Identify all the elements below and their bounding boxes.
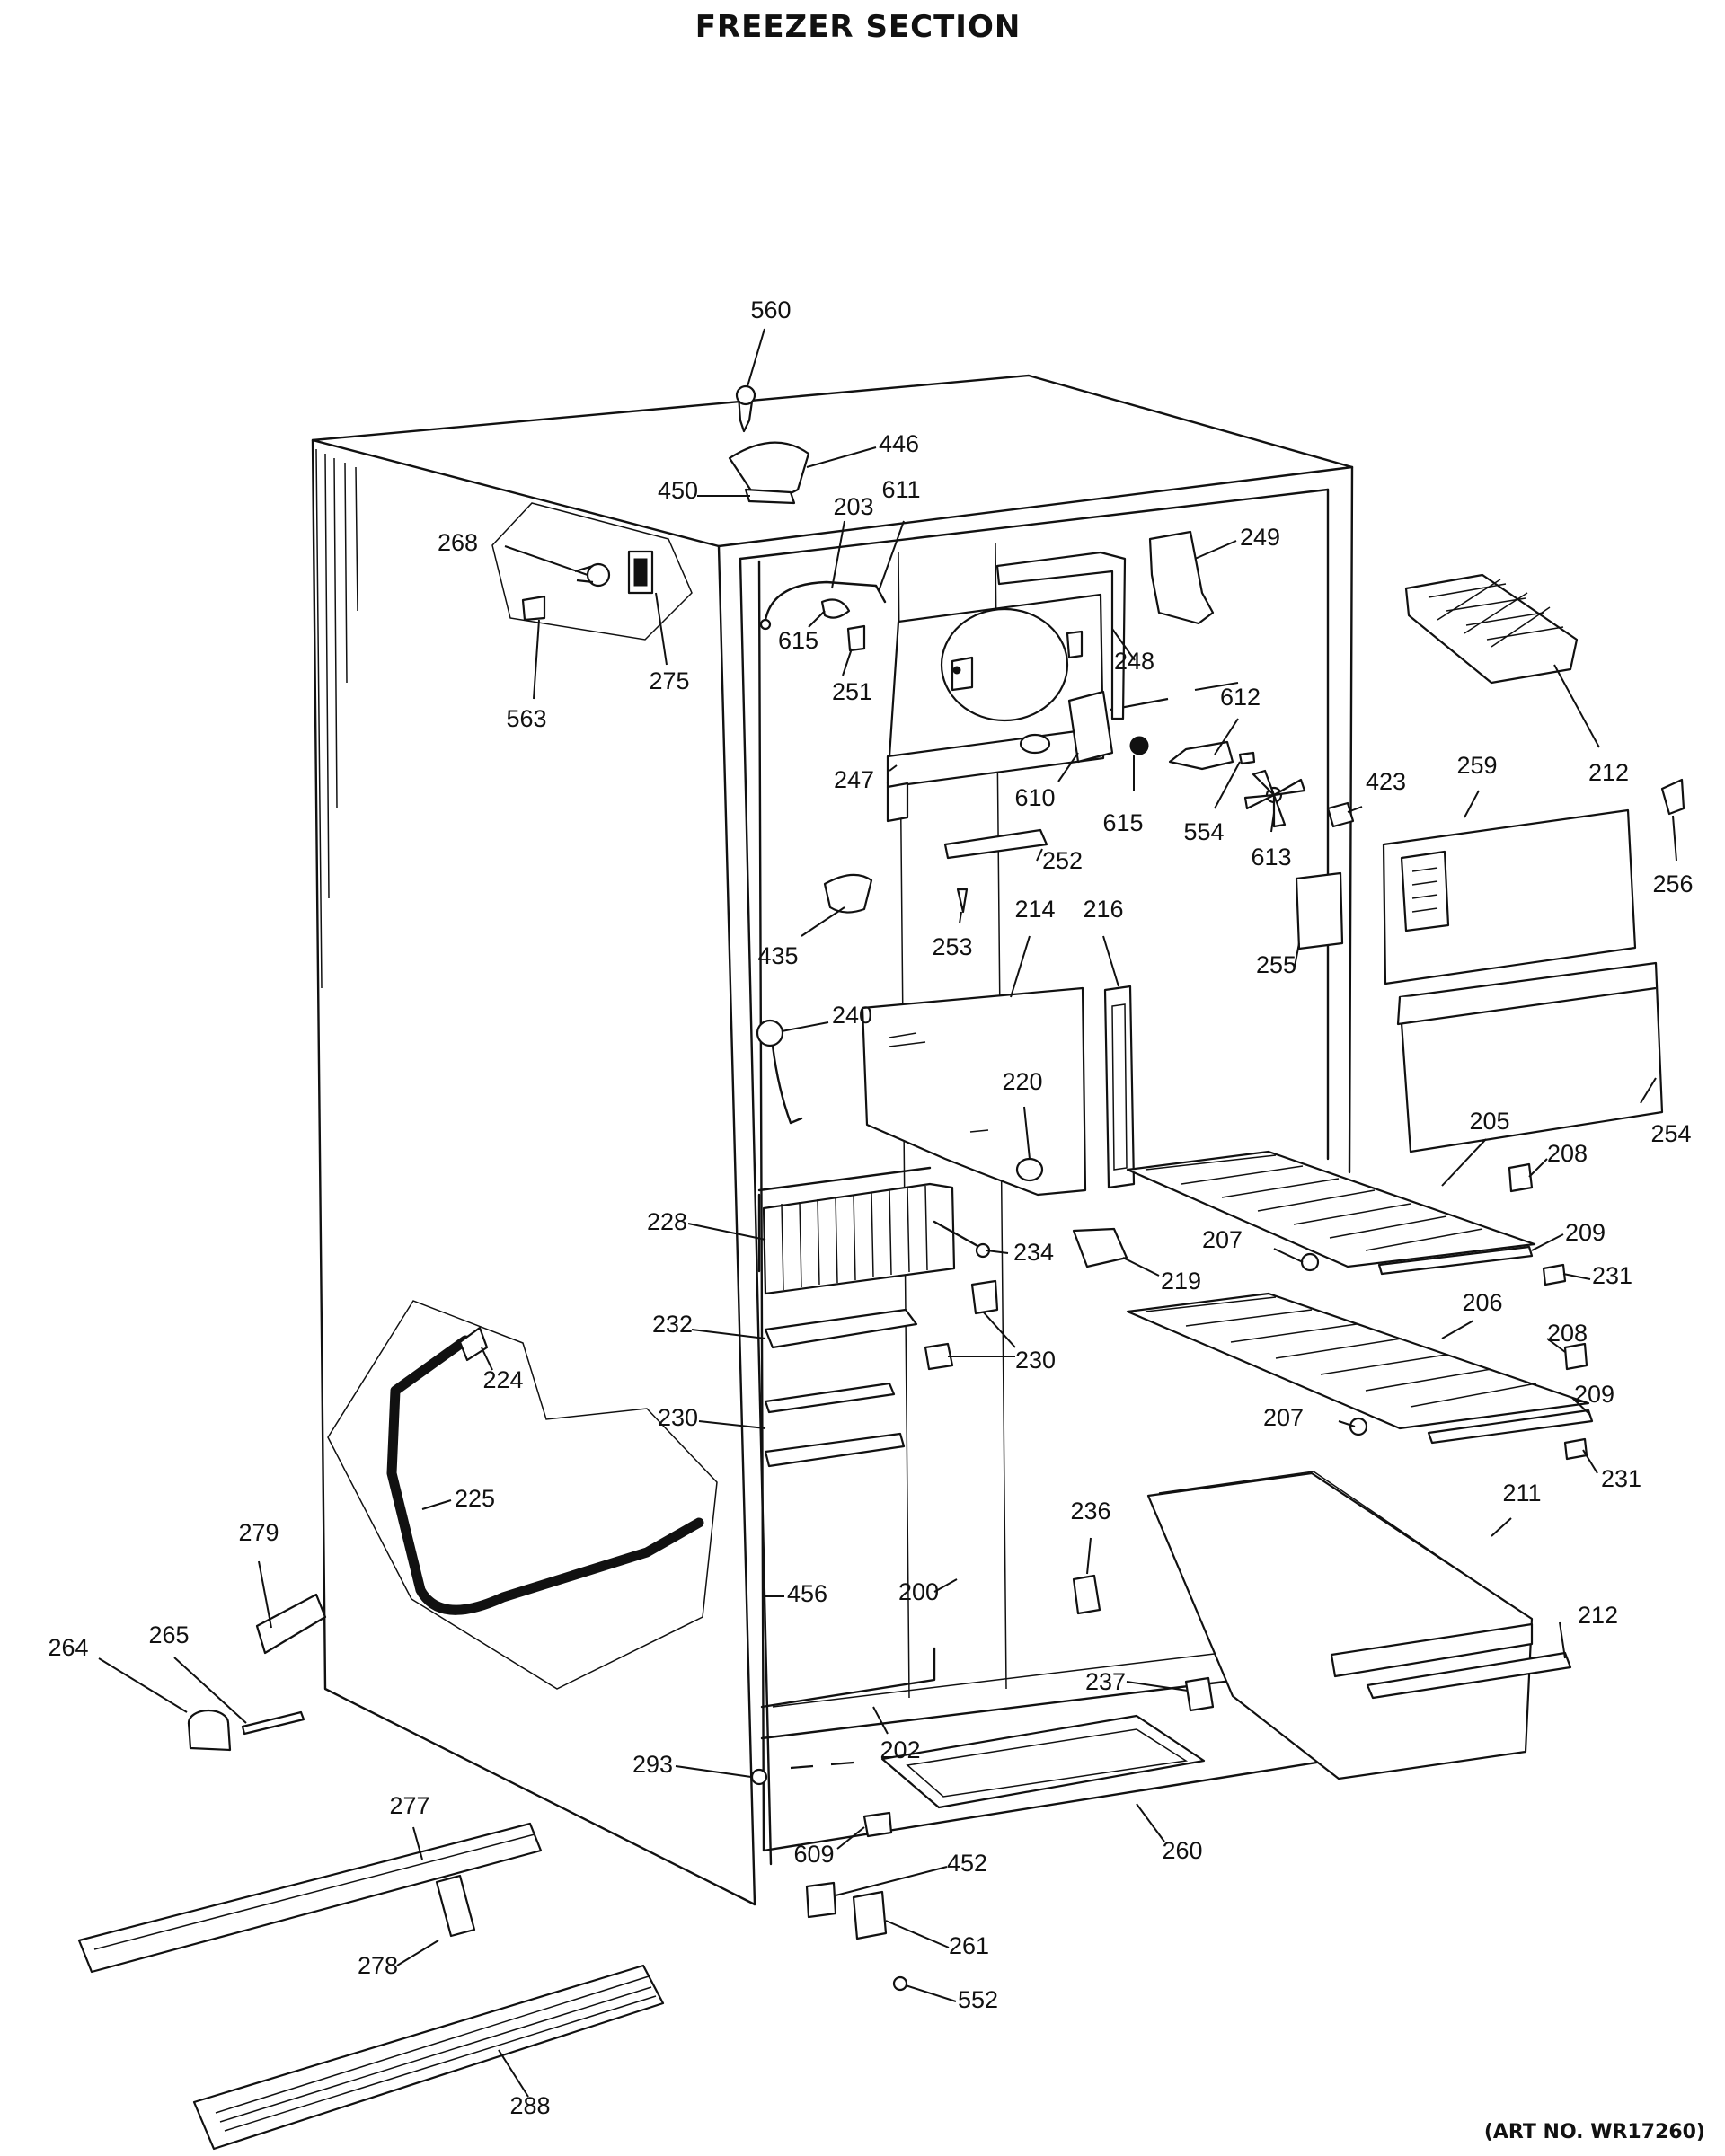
callout-611: 611 xyxy=(881,476,920,503)
callout-259: 259 xyxy=(1456,752,1497,779)
callout-205: 205 xyxy=(1469,1108,1509,1135)
callout-554: 554 xyxy=(1183,818,1224,845)
callout-260: 260 xyxy=(1162,1837,1202,1864)
callout-456: 456 xyxy=(787,1580,827,1607)
left-hinge-parts xyxy=(187,1593,327,1752)
callout-216: 216 xyxy=(1083,896,1123,923)
callout-435: 435 xyxy=(757,942,798,969)
callout-206: 206 xyxy=(1462,1289,1502,1316)
callout-279: 279 xyxy=(238,1519,279,1546)
callout-208-lower: 208 xyxy=(1547,1320,1588,1347)
callout-560: 560 xyxy=(750,296,791,323)
callout-236: 236 xyxy=(1070,1498,1110,1524)
callout-234: 234 xyxy=(1013,1239,1054,1266)
callout-237: 237 xyxy=(1085,1668,1126,1695)
callout-275: 275 xyxy=(649,667,689,694)
callout-293: 293 xyxy=(632,1751,673,1778)
callout-230-left: 230 xyxy=(658,1404,698,1431)
callout-219: 219 xyxy=(1161,1268,1201,1294)
callout-212: 212 xyxy=(1578,1602,1618,1629)
diagram-title: FREEZER SECTION xyxy=(694,9,1022,45)
callout-278: 278 xyxy=(358,1952,398,1979)
callout-256: 256 xyxy=(1652,870,1693,897)
fan-blade-parts xyxy=(1168,740,1355,828)
callout-615-lower: 615 xyxy=(1102,809,1143,836)
shelf-clips xyxy=(1300,1162,1588,1461)
callout-615-upper: 615 xyxy=(778,627,818,654)
callout-labels: 560 446 450 203 611 268 249 615 251 275 … xyxy=(48,296,1693,2119)
callout-253: 253 xyxy=(932,933,972,960)
callout-208-upper: 208 xyxy=(1547,1140,1588,1167)
callout-255: 255 xyxy=(1256,951,1296,978)
callout-452: 452 xyxy=(947,1850,987,1877)
callout-264: 264 xyxy=(48,1634,88,1661)
callout-231-lower: 231 xyxy=(1601,1465,1641,1492)
evaporator-panels xyxy=(1295,778,1685,1153)
lower-hinge-parts xyxy=(805,1811,908,1992)
ice-tray xyxy=(1404,573,1579,685)
freezer-basket xyxy=(1146,1471,1572,1780)
callout-225: 225 xyxy=(455,1485,495,1512)
callout-450: 450 xyxy=(658,477,698,504)
callout-220: 220 xyxy=(1002,1068,1042,1095)
evaporator-coil xyxy=(762,1182,991,1295)
callout-613: 613 xyxy=(1251,844,1291,870)
callout-423: 423 xyxy=(1366,768,1406,795)
part-435 xyxy=(823,873,873,914)
art-number: (ART NO. WR17260) xyxy=(1483,2121,1705,2143)
callout-552: 552 xyxy=(958,1986,998,2013)
floor-parts xyxy=(750,1761,854,1786)
heater-loop-group xyxy=(327,1300,718,1690)
callout-609: 609 xyxy=(793,1841,834,1868)
fan-bracket-assembly xyxy=(759,530,1215,823)
callout-231-upper: 231 xyxy=(1592,1262,1632,1289)
callout-268: 268 xyxy=(438,529,478,556)
callout-228: 228 xyxy=(647,1208,687,1235)
callout-203: 203 xyxy=(833,493,873,520)
hinge-parts-lower xyxy=(1072,1574,1215,1712)
control-box-group xyxy=(491,502,693,641)
callout-207-upper: 207 xyxy=(1202,1226,1243,1253)
callout-254: 254 xyxy=(1650,1120,1691,1147)
defrost-cord xyxy=(756,1019,803,1125)
callout-200: 200 xyxy=(898,1578,939,1605)
drain-channel xyxy=(943,828,1048,914)
callout-612: 612 xyxy=(1220,684,1261,711)
callout-265: 265 xyxy=(148,1621,189,1648)
callout-610: 610 xyxy=(1014,784,1055,811)
callout-446: 446 xyxy=(879,430,919,457)
callout-230-right: 230 xyxy=(1015,1347,1056,1374)
callout-214: 214 xyxy=(1014,896,1055,923)
toe-grille-assembly xyxy=(77,1822,665,2151)
callout-252: 252 xyxy=(1042,847,1083,874)
callout-563: 563 xyxy=(506,705,546,732)
callout-202: 202 xyxy=(880,1736,920,1763)
part-219 xyxy=(1072,1227,1128,1268)
callout-224: 224 xyxy=(482,1366,523,1393)
callout-261: 261 xyxy=(949,1932,989,1959)
callout-249: 249 xyxy=(1240,524,1280,551)
callout-209-upper: 209 xyxy=(1565,1219,1606,1246)
callout-213: 212 xyxy=(1588,759,1629,786)
evaporator-cover xyxy=(861,985,1136,1197)
drip-pan xyxy=(880,1714,1206,1809)
callout-211: 211 xyxy=(1502,1480,1541,1507)
top-hinge-parts xyxy=(728,384,810,505)
callout-209-lower: 209 xyxy=(1574,1381,1614,1408)
lower-rails xyxy=(764,1279,999,1468)
freezer-shelves xyxy=(1126,1150,1594,1445)
callout-207-lower: 207 xyxy=(1263,1404,1304,1431)
callout-251: 251 xyxy=(832,678,872,705)
callout-277: 277 xyxy=(389,1792,429,1819)
callout-232: 232 xyxy=(652,1311,693,1338)
leader-lines xyxy=(98,328,1677,2098)
callout-247: 247 xyxy=(834,766,874,793)
callout-288: 288 xyxy=(509,2092,550,2119)
callout-240: 240 xyxy=(832,1002,872,1029)
callout-248: 248 xyxy=(1114,648,1154,675)
